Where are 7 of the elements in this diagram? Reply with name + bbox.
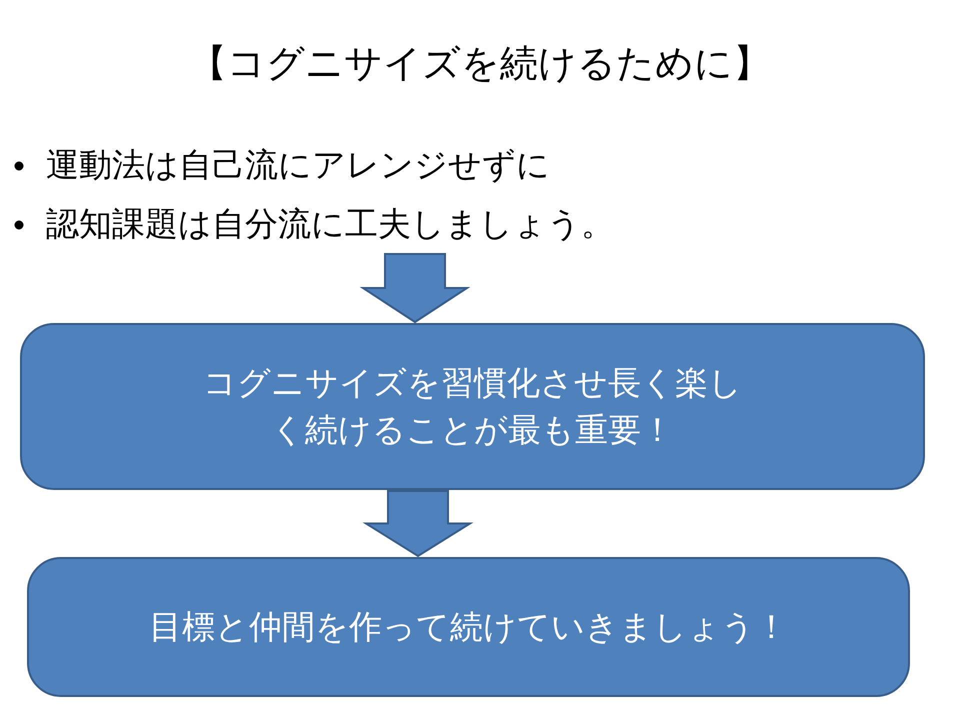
title: 【コグニサイズを続けるために】 <box>188 40 772 87</box>
process-box: 目標と仲間を作って続けていきましょう！ <box>27 557 910 697</box>
bullet-item: 運動法は自己流にアレンジせずに <box>10 135 730 194</box>
process-box: コグニサイズを習慣化させ長く楽しく続けることが最も重要！ <box>20 323 925 490</box>
block-arrow <box>360 253 470 324</box>
bullet-item: 認知課題は自分流に工夫しましょう。 <box>10 194 730 254</box>
block-arrow <box>362 490 474 558</box>
